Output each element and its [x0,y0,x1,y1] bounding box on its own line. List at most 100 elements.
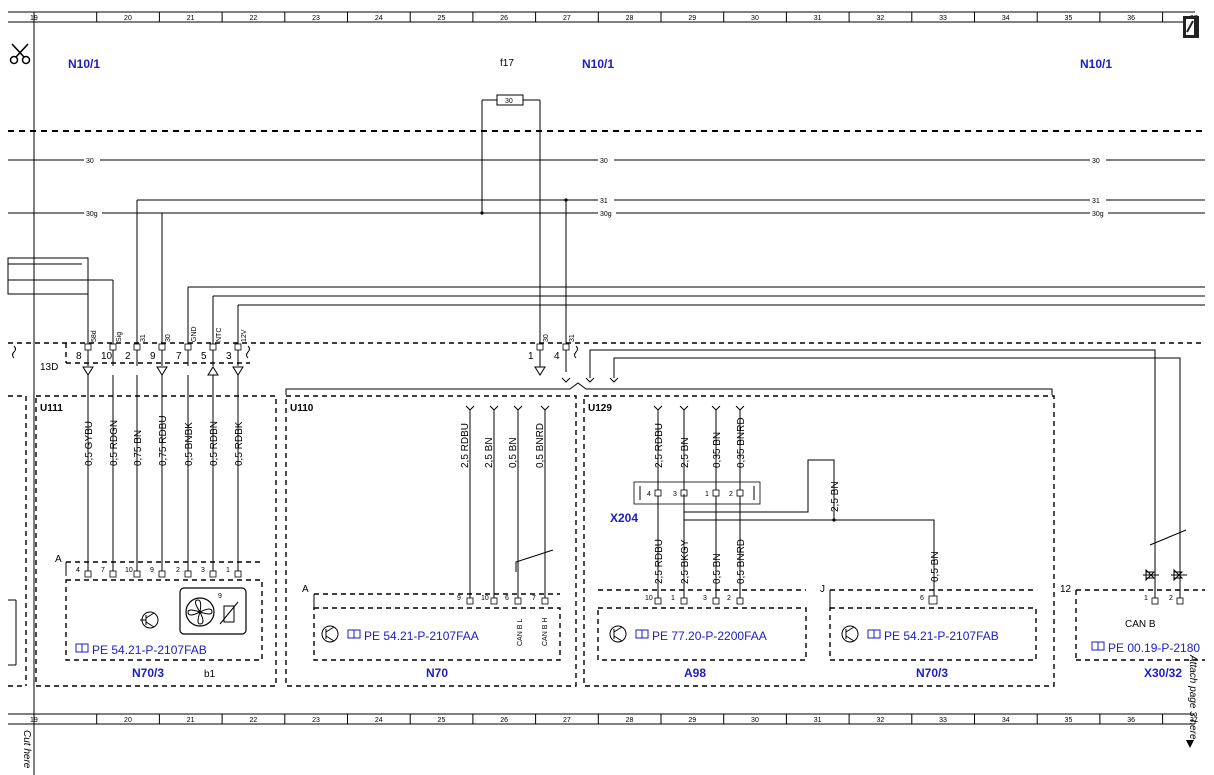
grid-col-bottom: 33 [939,717,947,724]
fuse-f17: 30 [481,94,541,128]
book-ref-icon [75,643,89,653]
svg-text:30g: 30g [600,211,612,218]
wire-label: 2,5 BN [484,437,495,468]
wire-label: 2,5 RDBU [654,539,665,584]
grid-col-top: 35 [1065,15,1073,22]
grid-col-bottom: 29 [688,717,696,724]
svg-text:30: 30 [1092,158,1100,165]
module-pin: 2 [727,595,731,602]
wire-label: 0,35 BNRD [736,417,747,468]
j-ref[interactable]: PE 54.21-P-2107FAB [884,629,999,643]
grid-col-bottom: 28 [626,717,634,724]
connector-signal: Sig [116,332,123,342]
svg-text:A: A [302,584,309,595]
canb-name: X30/32 [1144,666,1182,680]
wire-label: 0,5 BN [712,553,723,584]
n10-label-right: N10/1 [1080,57,1112,71]
grid-col-top: 21 [187,15,195,22]
grid-col-top: 27 [563,15,571,22]
fuse-value: 30 [505,98,513,105]
u110-label: U110 [290,403,314,414]
u110-ref[interactable]: PE 54.21-P-2107FAA [364,629,479,643]
module-pin: 10 [481,595,489,602]
u110-box [285,395,577,687]
svg-text:30: 30 [600,158,608,165]
svg-text:2,5 BN: 2,5 BN [830,481,841,512]
svg-text:9: 9 [218,593,222,600]
n10-label-mid: N10/1 [582,57,614,71]
svg-text:CAN B H: CAN B H [542,618,549,646]
wire-label: 2,5 BN [680,437,691,468]
module-pin: 1 [671,595,675,602]
svg-text:CAN B L: CAN B L [517,619,524,646]
connector-pin: 9 [150,351,156,362]
wire-label: 2,5 RDBU [460,423,471,468]
grid-col-top: 26 [500,15,508,22]
connector-signal: 30 [165,334,172,342]
connector-13d-label: 13D [40,362,58,373]
x204-pin: 3 [673,491,677,498]
svg-text:30g: 30g [1092,211,1104,218]
transistor-icon [609,625,627,643]
module-pin: 2 [176,567,180,574]
a98-ref[interactable]: PE 77.20-P-2200FAA [652,629,767,643]
x204-pin: 1 [705,491,709,498]
connector-pin: 4 [554,351,560,362]
x204-pin: 2 [729,491,733,498]
module-pin: 9 [150,567,154,574]
n70-3-module [65,579,263,661]
connector-signal: 30 [543,334,550,342]
wire-label: 2,5 BKGY [680,539,691,584]
u111-label: U111 [40,403,63,414]
bus-30g: 30g 30g 30g [8,208,1205,218]
canb-ref[interactable]: PE 00.19-P-2180 [1108,641,1200,655]
grid-col-bottom: 35 [1065,717,1073,724]
u111-ref[interactable]: PE 54.21-P-2107FAB [92,643,207,657]
grid-col-top: 32 [876,15,884,22]
svg-text:30g: 30g [86,211,98,218]
u111-name: N70/3 [132,666,164,680]
book-ref-icon [867,629,881,639]
u129-box [583,395,1055,687]
grid-col-bottom: 24 [375,717,383,724]
grid-col-bottom: 20 [124,717,132,724]
x204-label: X204 [610,511,638,525]
grid-col-bottom: 23 [312,717,320,724]
attach-page-label: Attach page 3 here [1187,654,1198,740]
module-pin: 10 [125,567,133,574]
connector-pin: 3 [226,351,232,362]
book-ref-icon [635,629,649,639]
notebook-icon [1183,16,1199,38]
grid-col-top: 34 [1002,15,1010,22]
a98-name: A98 [684,666,706,680]
connector-signal: 31 [569,334,576,342]
module-pin: 3 [703,595,707,602]
module-pin: 4 [76,567,80,574]
grid-col-top: 20 [124,15,132,22]
grid-col-bottom: 26 [500,717,508,724]
transistor-icon [140,611,159,629]
grid-col-top: 22 [249,15,257,22]
svg-text:0,5 BN: 0,5 BN [930,551,941,582]
grid-col-top: 24 [375,15,383,22]
wire-label: 0,5 GYBU [84,421,95,466]
n70-module [313,607,561,661]
connector-signal: 12V [241,329,248,342]
grid-col-top: 31 [814,15,822,22]
wire-label: 0,5 RDGN [109,420,120,466]
grid-col-bottom: 32 [876,717,884,724]
n10-label-left: N10/1 [68,57,100,71]
grid-col-bottom: 25 [438,717,446,724]
grid-bottom: 19202122232425262728293031323334353637 [8,713,1198,725]
u129-label: U129 [588,403,612,414]
grid-col-bottom: 34 [1002,717,1010,724]
module-pin: 9 [457,595,461,602]
grid-col-bottom: 22 [249,717,257,724]
wire-label: 0,5 BNRD [736,539,747,584]
a98-module [597,607,807,661]
grid-top: 19202122232425262728293031323334353637 [8,11,1198,23]
svg-text:6: 6 [920,595,924,602]
module-pin: 1 [1144,595,1148,602]
wire-label: 0,5 RDBK [234,421,245,466]
n70-3-j-module [829,607,1037,661]
